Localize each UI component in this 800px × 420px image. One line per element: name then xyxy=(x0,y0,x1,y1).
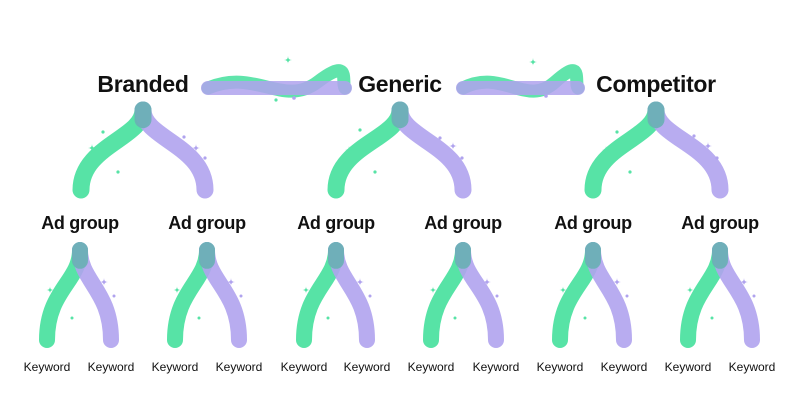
sparkle-dot xyxy=(274,98,278,102)
sparkle-dot xyxy=(116,170,120,174)
sparkle-dot xyxy=(292,96,296,100)
sparkle-dot xyxy=(625,294,629,298)
sparkle-dot xyxy=(495,294,499,298)
keyword-label: Keyword xyxy=(600,360,648,374)
campaign-label-competitor: Competitor xyxy=(596,71,716,97)
ad-group-label: Ad group xyxy=(41,213,119,233)
sparkle-dot xyxy=(326,316,330,320)
sparkle-dot xyxy=(752,294,756,298)
sparkles xyxy=(46,56,756,320)
keyword-label: Keyword xyxy=(151,360,199,374)
sparkle-icon xyxy=(613,278,621,286)
branch-purple-stroke xyxy=(391,101,472,199)
sparkle-icon xyxy=(740,278,748,286)
ad-group-label: Ad group xyxy=(297,213,375,233)
sparkle-dot xyxy=(182,135,186,139)
sparkle-dot xyxy=(56,300,60,304)
sparkle-dot xyxy=(358,128,362,132)
sparkle-dot xyxy=(70,316,74,320)
sparkle-icon xyxy=(483,278,491,286)
sparkle-icon xyxy=(227,278,235,286)
sparkle-dot xyxy=(439,300,443,304)
sparkle-dot xyxy=(710,316,714,320)
ad-group-label: Ad group xyxy=(554,213,632,233)
sparkle-icon xyxy=(100,278,108,286)
sparkle-dot xyxy=(453,316,457,320)
sparkle-dot xyxy=(112,294,116,298)
sparkle-icon xyxy=(602,146,610,154)
branch-green-stroke xyxy=(72,101,152,199)
sparkle-icon xyxy=(686,286,694,294)
sparkle-dot xyxy=(312,300,316,304)
sparkle-icon xyxy=(559,286,567,294)
sparkle-dot xyxy=(101,130,105,134)
ad-group-label: Ad group xyxy=(168,213,246,233)
sparkle-dot xyxy=(239,294,243,298)
ad-group-label: Ad group xyxy=(424,213,502,233)
keyword-label: Keyword xyxy=(343,360,391,374)
sparkle-dot xyxy=(183,300,187,304)
sparkle-dot xyxy=(368,294,372,298)
sparkle-icon xyxy=(704,142,712,150)
campaign-label-generic: Generic xyxy=(358,71,442,97)
campaign-label-branded: Branded xyxy=(97,71,189,97)
sparkle-icon xyxy=(345,146,353,154)
sparkle-dot xyxy=(460,156,464,160)
keyword-label: Keyword xyxy=(215,360,263,374)
sparkle-dot xyxy=(615,130,619,134)
sparkle-dot xyxy=(696,300,700,304)
sparkle-dot xyxy=(692,134,696,138)
branch-purple-stroke xyxy=(647,101,729,199)
sparkle-dot xyxy=(715,156,719,160)
sparkle-icon xyxy=(46,286,54,294)
sparkle-dot xyxy=(544,94,548,98)
sparkle-dot xyxy=(583,316,587,320)
keyword-label: Keyword xyxy=(280,360,328,374)
keyword-label: Keyword xyxy=(87,360,135,374)
sparkle-icon xyxy=(356,278,364,286)
connectors xyxy=(39,64,760,348)
keyword-label: Keyword xyxy=(407,360,455,374)
sparkle-dot xyxy=(197,316,201,320)
sparkle-dot xyxy=(373,170,377,174)
sparkle-dot xyxy=(203,156,207,160)
sparkle-icon xyxy=(429,286,437,294)
sparkle-icon xyxy=(302,286,310,294)
keyword-label: Keyword xyxy=(664,360,712,374)
sparkle-icon xyxy=(88,144,96,152)
sparkle-icon xyxy=(173,286,181,294)
keyword-label: Keyword xyxy=(536,360,584,374)
sparkle-icon xyxy=(284,56,292,64)
sparkle-dot xyxy=(438,136,442,140)
sparkle-icon xyxy=(192,144,200,152)
sparkle-icon xyxy=(529,58,537,66)
keyword-label: Keyword xyxy=(472,360,520,374)
ad-group-label: Ad group xyxy=(681,213,759,233)
sparkle-icon xyxy=(449,142,457,150)
keyword-label: Keyword xyxy=(23,360,71,374)
sparkle-dot xyxy=(628,170,632,174)
keyword-label: Keyword xyxy=(728,360,776,374)
sparkle-dot xyxy=(569,300,573,304)
